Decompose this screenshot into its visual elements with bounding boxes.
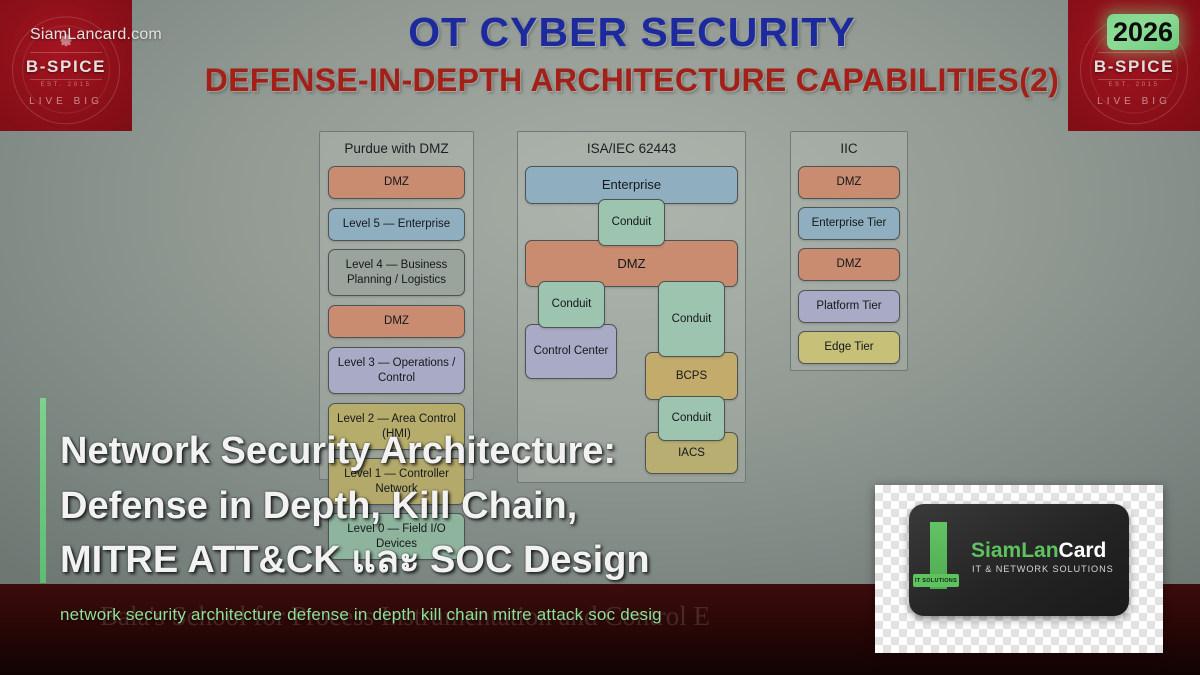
box-iic-dmz-1: DMZ [798,166,900,199]
slide-title-block: OT CYBER SECURITY DEFENSE-IN-DEPTH ARCHI… [132,9,1132,98]
card-brand-name-part2: Card [1058,539,1107,562]
brand-logo-panel-left: B-SPICE EST. 2015 LIVE BIG [0,0,132,131]
logo-divider-top-right [1098,52,1170,53]
logo-ring-outer [12,15,120,124]
box-purdue-level4: Level 4 — Business Planning / Logistics [328,249,465,296]
box-iic-platform: Platform Tier [798,290,900,323]
box-isa-bcps: BCPS [645,352,738,400]
box-isa-control-center: Control Center [525,324,617,379]
video-title-line-3: MITRE ATT&CK และ SOC Design [60,539,650,582]
video-title-line-2: Defense in Depth, Kill Chain, [60,484,578,527]
box-isa-conduit-4: Conduit [658,396,725,441]
video-title-overlay: Network Security Architecture: Defense i… [60,424,650,588]
gear-icon [60,34,72,47]
logo-established-left: EST. 2015 [40,82,92,88]
business-card-overlay: IT SOLUTIONS SiamLanCard IT & NETWORK SO… [875,485,1163,653]
video-title-line-1: Network Security Architecture: [60,430,617,472]
business-card: IT SOLUTIONS SiamLanCard IT & NETWORK SO… [909,504,1129,616]
logo-name-left: B-SPICE [25,57,107,76]
year-badge: 2026 [1107,14,1179,50]
year-badge-value: 2026 [1112,16,1174,47]
accent-bar [40,398,46,583]
card-brand-name: SiamLanCard [971,539,1106,563]
slide-title-secondary: DEFENSE-IN-DEPTH ARCHITECTURE CAPABILITI… [204,62,1060,98]
box-isa-conduit-2: Conduit [538,281,605,328]
logo-divider-bottom-right [1098,79,1170,80]
box-purdue-level3: Level 3 — Operations / Control [328,347,465,394]
logo-established-right: EST. 2015 [1108,82,1160,88]
keyword-tags: network security architecture defense in… [60,605,662,624]
card-green-bar-icon [930,522,947,589]
box-iic-edge: Edge Tier [798,331,900,364]
box-isa-dmz: DMZ [525,240,738,287]
logo-ring-inner [22,25,110,114]
column-title-purdue: Purdue with DMZ [344,141,449,156]
logo-name-right: B-SPICE [1093,57,1175,76]
box-isa-conduit-3: Conduit [658,281,725,357]
box-purdue-dmz-2: DMZ [328,305,465,338]
card-chip-label: IT SOLUTIONS [914,577,958,584]
logo-divider-bottom [30,79,102,80]
box-iic-dmz-2: DMZ [798,248,900,281]
channel-ghost-text: Bala's School for Process Instrumentatio… [100,601,711,631]
box-purdue-dmz-1: DMZ [328,166,465,199]
box-purdue-level5: Level 5 — Enterprise [328,208,465,241]
box-purdue-level2: Level 2 — Area Control (HMI) [328,403,465,450]
card-subtitle: IT & NETWORK SOLUTIONS [972,564,1114,574]
logo-tagline-left: LIVE BIG [29,95,103,108]
column-title-isa: ISA/IEC 62443 [586,141,677,156]
slide-title-primary: OT CYBER SECURITY [408,9,856,55]
logo-tagline-right: LIVE BIG [1097,95,1171,108]
logo-divider-top [30,52,102,53]
card-chip-badge: IT SOLUTIONS [913,574,959,587]
box-iic-enterprise: Enterprise Tier [798,207,900,240]
site-watermark: SiamLancard.com [30,26,162,43]
box-purdue-level1: Level 1 — Controller Network [328,458,465,505]
column-title-iic: IIC [840,141,858,156]
card-brand-name-part1: SiamLan [971,539,1059,562]
box-isa-conduit-1: Conduit [598,199,665,246]
box-purdue-level0: Level 0 — Field I/O Devices [328,513,465,560]
